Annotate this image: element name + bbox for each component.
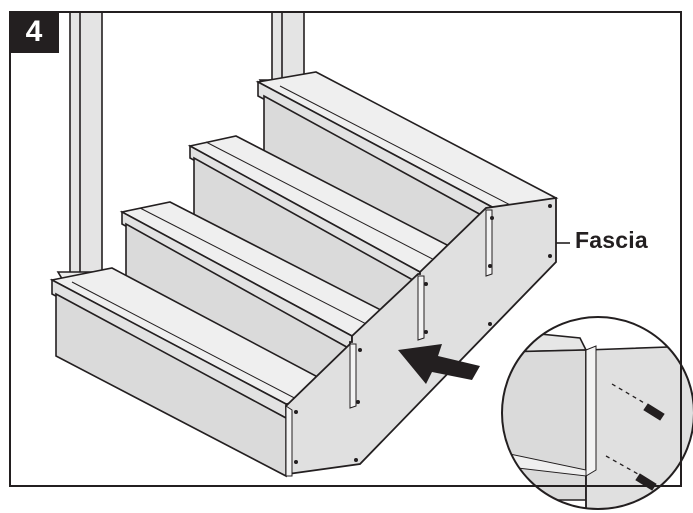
fascia-label: Fascia [575, 227, 648, 253]
stair-tread-1 [49, 267, 349, 478]
stair-tread-3 [187, 135, 483, 340]
step-number-badge: 4 [9, 11, 59, 53]
arrow-icon [398, 344, 480, 384]
fascia-screws [294, 204, 552, 464]
panel-frame [9, 11, 682, 487]
step-number: 4 [25, 15, 43, 48]
detail-magnifier [501, 316, 693, 510]
stair-tread-2 [119, 201, 415, 406]
